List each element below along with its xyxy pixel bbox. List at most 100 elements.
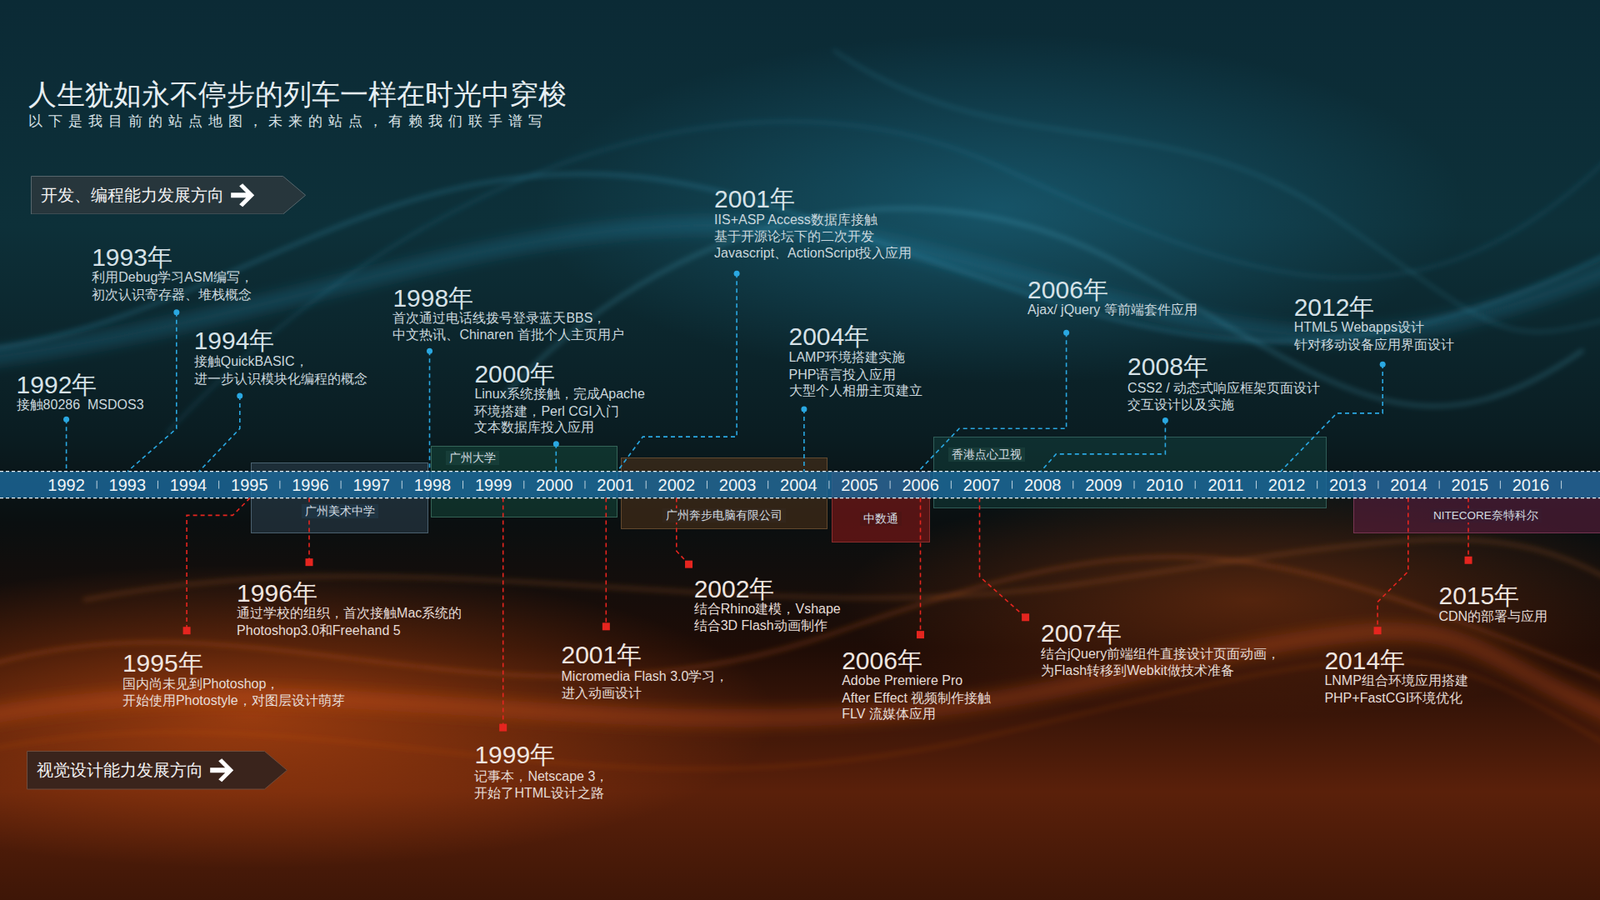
band-label: 广州美术中学 — [301, 504, 379, 519]
band-label: NITECORE奈特科尔 — [1430, 508, 1542, 523]
event-year: 2006年 — [841, 648, 923, 674]
event-marker — [305, 558, 314, 566]
band-label: 香港点心卫视 — [948, 447, 1025, 462]
event-year: 2002年 — [694, 576, 775, 602]
year-label: 2009 — [1085, 475, 1123, 495]
event-marker — [1374, 626, 1382, 635]
year-label: 1996 — [291, 475, 330, 495]
bar-edge — [0, 470, 1600, 472]
event-year: 2004年 — [789, 324, 870, 350]
year-tick — [645, 480, 647, 490]
year-tick — [890, 480, 891, 490]
event-year: 2008年 — [1127, 354, 1209, 380]
event-description: CSS2 / 动态式响应框架页面设计 — [1127, 380, 1320, 397]
leader-line — [65, 419, 68, 471]
year-tick — [523, 480, 525, 490]
year-tick — [1377, 480, 1379, 490]
event-description: FLV 流媒体应用 — [841, 705, 936, 723]
event-year: 1999年 — [474, 742, 555, 768]
leader-line — [918, 332, 1067, 472]
event-marker — [499, 724, 507, 732]
event-description: 通过学校的组织，首次接触Mac系统的 — [236, 605, 462, 622]
leader-line — [617, 273, 737, 472]
leader-line — [605, 498, 607, 627]
event-marker — [553, 440, 560, 447]
year-tick — [585, 480, 586, 490]
leader-line — [308, 498, 310, 563]
leader-line — [1377, 498, 1409, 631]
year-tick — [340, 480, 342, 490]
leader-line — [980, 498, 1026, 618]
year-tick — [157, 480, 159, 490]
event-marker — [1380, 361, 1386, 368]
event-description: 接触QuickBASIC， — [194, 353, 309, 370]
event-description: 交互设计以及实施 — [1127, 396, 1235, 414]
swirl-lines — [0, 50, 1600, 770]
page-title: 人生犹如永不停步的列车一样在时光中穿梭 — [28, 77, 567, 111]
year-tick — [1072, 480, 1074, 490]
event-year: 2000年 — [474, 361, 555, 387]
event-year: 1998年 — [392, 285, 474, 311]
leader-line — [502, 498, 505, 729]
year-label: 2016 — [1512, 475, 1550, 495]
event-marker — [183, 626, 191, 635]
event-description: 接触80286 MSDOS3 — [16, 396, 145, 414]
event-year: 1992年 — [16, 372, 98, 398]
leader-line — [199, 395, 240, 472]
tag-outline — [30, 175, 305, 215]
event-description: PHP+FastCGI环境优化 — [1324, 690, 1463, 707]
bar-edge — [0, 497, 1600, 499]
event-description: LAMP环境搭建实施 — [789, 349, 906, 366]
leader-line — [1467, 498, 1470, 561]
year-label: 2001 — [596, 475, 635, 495]
year-label: 1997 — [352, 475, 390, 495]
year-label: 2008 — [1024, 475, 1062, 495]
year-tick — [279, 480, 280, 490]
event-description: 结合3D Flash动画制作 — [694, 617, 828, 635]
year-tick — [96, 480, 98, 490]
event-description: 利用Debug学习ASM编写， — [91, 269, 254, 286]
year-label: 1999 — [475, 475, 513, 495]
leader-line — [676, 498, 690, 565]
year-tick — [1500, 480, 1501, 490]
event-marker — [1021, 613, 1030, 621]
event-description: 中文热讯、Chinaren 首批个人主页用户 — [392, 326, 624, 344]
year-tick — [1316, 480, 1318, 490]
year-tick — [767, 480, 769, 490]
year-label: 1992 — [47, 475, 85, 495]
event-marker — [236, 393, 243, 400]
leader-line — [1280, 364, 1384, 472]
event-description: IIS+ASP Access数据库接触 — [714, 211, 878, 229]
event-year: 1993年 — [91, 245, 173, 270]
event-marker — [734, 270, 740, 277]
event-marker — [800, 406, 807, 413]
year-tick — [1134, 480, 1135, 490]
year-label: 2013 — [1329, 475, 1367, 495]
tag-label: 视觉设计能力发展方向 — [26, 750, 204, 790]
event-year: 1994年 — [194, 328, 275, 354]
event-description: 初次认识寄存器、堆栈概念 — [91, 286, 252, 304]
year-tick — [706, 480, 708, 490]
year-tick — [218, 480, 220, 490]
year-tick — [401, 480, 403, 490]
year-tick — [462, 480, 464, 490]
event-year: 2014年 — [1324, 648, 1405, 674]
band-label: 广州大学 — [445, 450, 500, 465]
year-label: 2003 — [719, 475, 757, 495]
year-tick — [1255, 480, 1257, 490]
year-label: 2006 — [901, 475, 940, 495]
year-label: 2015 — [1451, 475, 1490, 495]
event-marker — [173, 309, 180, 315]
event-marker — [602, 622, 610, 630]
year-label: 2005 — [840, 475, 879, 495]
leader-line — [920, 498, 922, 635]
event-description: PHP语言投入应用 — [789, 366, 897, 384]
event-year: 1995年 — [122, 650, 204, 676]
event-description: 大型个人相册主页建立 — [789, 382, 923, 400]
event-description: After Effect 视频制作接触 — [841, 690, 991, 707]
event-description: Linux系统接触，完成Apache — [474, 385, 645, 403]
event-year: 2001年 — [714, 186, 795, 212]
year-tick — [1439, 480, 1440, 490]
event-description: LNMP组合环境应用搭建 — [1324, 672, 1468, 690]
event-year: 1996年 — [236, 580, 318, 606]
